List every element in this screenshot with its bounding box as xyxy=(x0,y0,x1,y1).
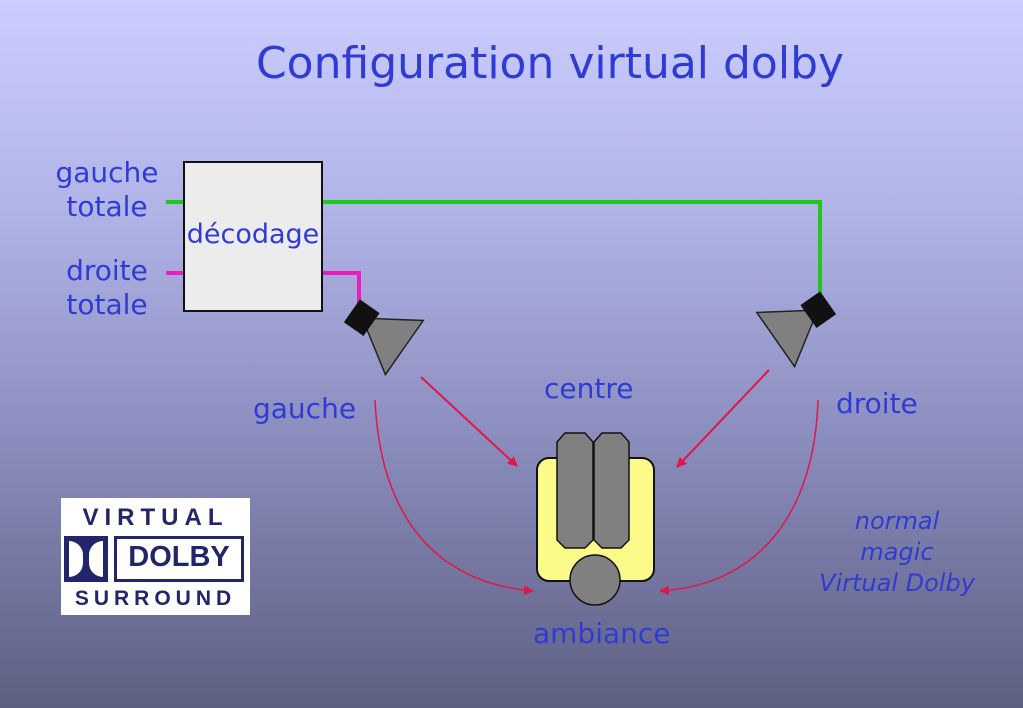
logo-bottom-text: SURROUND xyxy=(74,587,237,610)
ambiance-label: ambiance xyxy=(533,617,671,650)
arrow-right-to-listener xyxy=(676,369,770,468)
logo-word-text: DOLBY xyxy=(128,541,230,573)
input-right-line1: droite xyxy=(66,254,148,287)
page-title: Configuration virtual dolby xyxy=(255,38,845,89)
right-speaker-icon xyxy=(755,291,837,369)
note-line1: normal xyxy=(854,507,940,535)
input-left-line2: totale xyxy=(66,190,148,223)
double-d-icon xyxy=(64,536,108,582)
center-label: centre xyxy=(544,372,634,405)
right-speaker-label: droite xyxy=(836,387,918,420)
decoder-label: décodage xyxy=(186,219,320,250)
left-speaker-label: gauche xyxy=(253,392,357,425)
virtual-dolby-surround-logo: VIRTUAL DOLBY SURROUND xyxy=(61,498,250,615)
left-speaker-icon xyxy=(343,299,425,377)
curve-left-ambiance xyxy=(374,399,534,596)
green-wire-to-right-speaker xyxy=(322,200,822,300)
arrow-left-to-listener xyxy=(420,376,518,467)
curve-right-ambiance xyxy=(659,399,819,596)
logo-top-text: VIRTUAL xyxy=(82,504,229,531)
input-left-line1: gauche xyxy=(55,156,159,189)
input-right-total-label: droite totale xyxy=(47,254,167,322)
input-left-total-label: gauche totale xyxy=(47,156,167,224)
note-line3: Virtual Dolby xyxy=(819,569,975,597)
note-line2: magic xyxy=(860,538,934,566)
logo-word-box: DOLBY xyxy=(114,536,244,582)
magenta-wire-to-left-speaker xyxy=(322,271,361,308)
input-right-line2: totale xyxy=(66,288,148,321)
virtual-dolby-note: normal magic Virtual Dolby xyxy=(812,506,982,599)
listener-icon xyxy=(536,432,655,606)
decoder-box xyxy=(183,161,323,312)
